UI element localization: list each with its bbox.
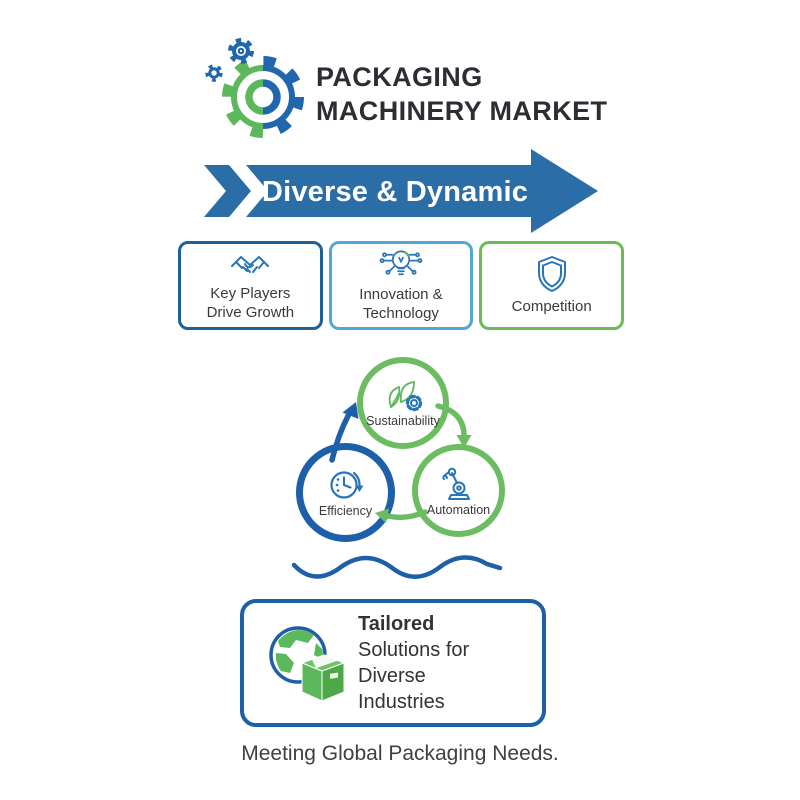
gears-icon xyxy=(205,38,304,138)
banner-label: Diverse & Dynamic xyxy=(261,175,529,208)
feature-box-competition: Competition xyxy=(479,241,625,330)
solutions-line2: Solutions for Diverse xyxy=(358,639,470,687)
feature-box-innovation: Innovation & Technology xyxy=(328,241,474,330)
solutions-title: Tailored xyxy=(358,613,435,635)
handshake-icon xyxy=(231,255,270,273)
leaf-gear-icon xyxy=(388,380,423,411)
wave-divider xyxy=(291,555,503,579)
lightbulb-circuit-icon xyxy=(379,250,423,276)
cycle-label-automation: Automation xyxy=(426,503,491,517)
cycle-node-efficiency: Efficiency xyxy=(296,443,395,542)
feature-box-label: Competition xyxy=(511,298,592,315)
solutions-text: Tailored Solutions for Diverse Industrie… xyxy=(358,611,542,715)
cycle-label-sustainability: Sustainability xyxy=(366,413,440,428)
page-title-line1: PACKAGING xyxy=(316,62,483,92)
robot-arm-icon xyxy=(441,467,470,500)
feature-box-key-players: Key Players Drive Growth xyxy=(178,241,323,330)
feature-box-row: Key Players Drive Growth Innovation & Te… xyxy=(178,241,625,330)
cycle-node-sustainability: Sustainability xyxy=(357,357,449,449)
banner-body xyxy=(246,149,598,233)
footer-caption: Meeting Global Packaging Needs. xyxy=(241,742,559,765)
clock-icon xyxy=(329,471,363,499)
globe-package-icon xyxy=(269,626,345,702)
page-title: PACKAGING MACHINERY MARKET xyxy=(316,60,607,128)
shield-icon xyxy=(537,256,566,292)
banner-chevron xyxy=(204,165,251,217)
cycle-label-efficiency: Efficiency xyxy=(318,504,373,518)
cycle-node-automation: Automation xyxy=(412,444,505,537)
page-title-line2: MACHINERY MARKET xyxy=(316,96,608,126)
feature-box-label: Key Players Drive Growth xyxy=(206,284,295,321)
solutions-box: Tailored Solutions for Diverse Industrie… xyxy=(240,599,546,727)
cycle-diagram: Sustainability Efficiency Automation xyxy=(280,350,530,562)
solutions-line3: Industries xyxy=(358,691,445,713)
feature-box-label: Innovation & Technology xyxy=(359,286,443,322)
banner-arrow xyxy=(204,149,598,233)
